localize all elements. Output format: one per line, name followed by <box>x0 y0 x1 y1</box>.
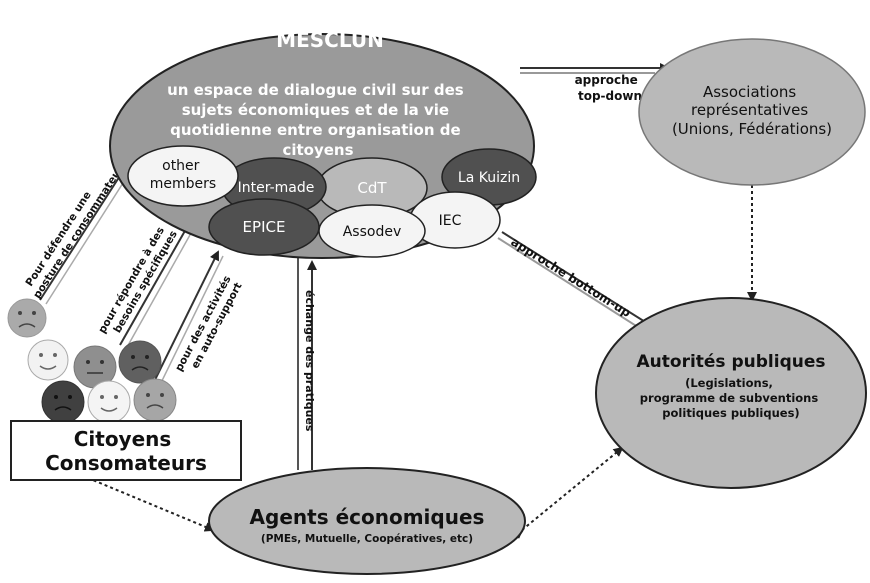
associations-ellipse <box>638 38 866 186</box>
member-assodev <box>318 204 426 258</box>
face-icon <box>118 340 162 384</box>
face-icon <box>41 380 85 424</box>
arrow-citoyens-agents <box>78 470 215 532</box>
arrow-besoins <box>119 220 196 350</box>
citoyens-box <box>10 420 242 481</box>
besoins-label: pour répondre à des besoins spécifiques <box>96 222 180 342</box>
arrow-pratiques <box>297 258 317 470</box>
autorites-ellipse <box>595 297 867 489</box>
member-other <box>127 145 239 207</box>
autorites-title: Autorités publiques <box>637 352 826 372</box>
top-down-label: approche top-down <box>575 73 642 103</box>
face-icon <box>87 380 131 424</box>
autorites-subtitle: (Legislations, programme de subventions … <box>640 376 822 420</box>
member-assodev-label: Assodev <box>343 224 402 240</box>
member-inter-made-label: Inter-made <box>238 180 315 196</box>
member-iec-label: IEC <box>439 213 462 229</box>
face-icon <box>7 298 47 338</box>
member-other-label: other members <box>150 158 216 192</box>
activites-label: pour des activités en auto-support <box>173 271 247 380</box>
bottom-up-label: approche bottom-up <box>508 235 633 321</box>
pratiques-label: échange des pratiques <box>303 290 316 432</box>
mesclun-description: un espace de dialogue civil sur des suje… <box>167 81 469 159</box>
face-icon <box>133 378 177 422</box>
member-cdt-label: CdT <box>357 179 387 197</box>
agents-ellipse <box>208 467 526 575</box>
citoyens-label: Citoyens Consomateurs <box>45 427 207 475</box>
citizen-faces <box>7 298 177 424</box>
mesclun-title: MESCLUN <box>276 28 384 52</box>
agents-subtitle: (PMEs, Mutuelle, Coopératives, etc) <box>261 533 473 545</box>
arrow-defendre <box>39 166 131 305</box>
member-epice-label: EPICE <box>243 218 286 236</box>
arrow-top-down <box>520 63 670 74</box>
defendre-label: Pour défendre une posture de consommateu… <box>20 156 126 301</box>
associations-label: Associations représentatives (Unions, Fé… <box>672 83 832 138</box>
arrow-bottom-up <box>497 231 660 337</box>
arrow-agents-autorites <box>512 446 624 539</box>
arrow-activites <box>149 250 224 394</box>
member-la-kuizin-label: La Kuizin <box>458 170 520 186</box>
agents-title: Agents économiques <box>250 505 485 529</box>
face-icon <box>27 339 69 381</box>
